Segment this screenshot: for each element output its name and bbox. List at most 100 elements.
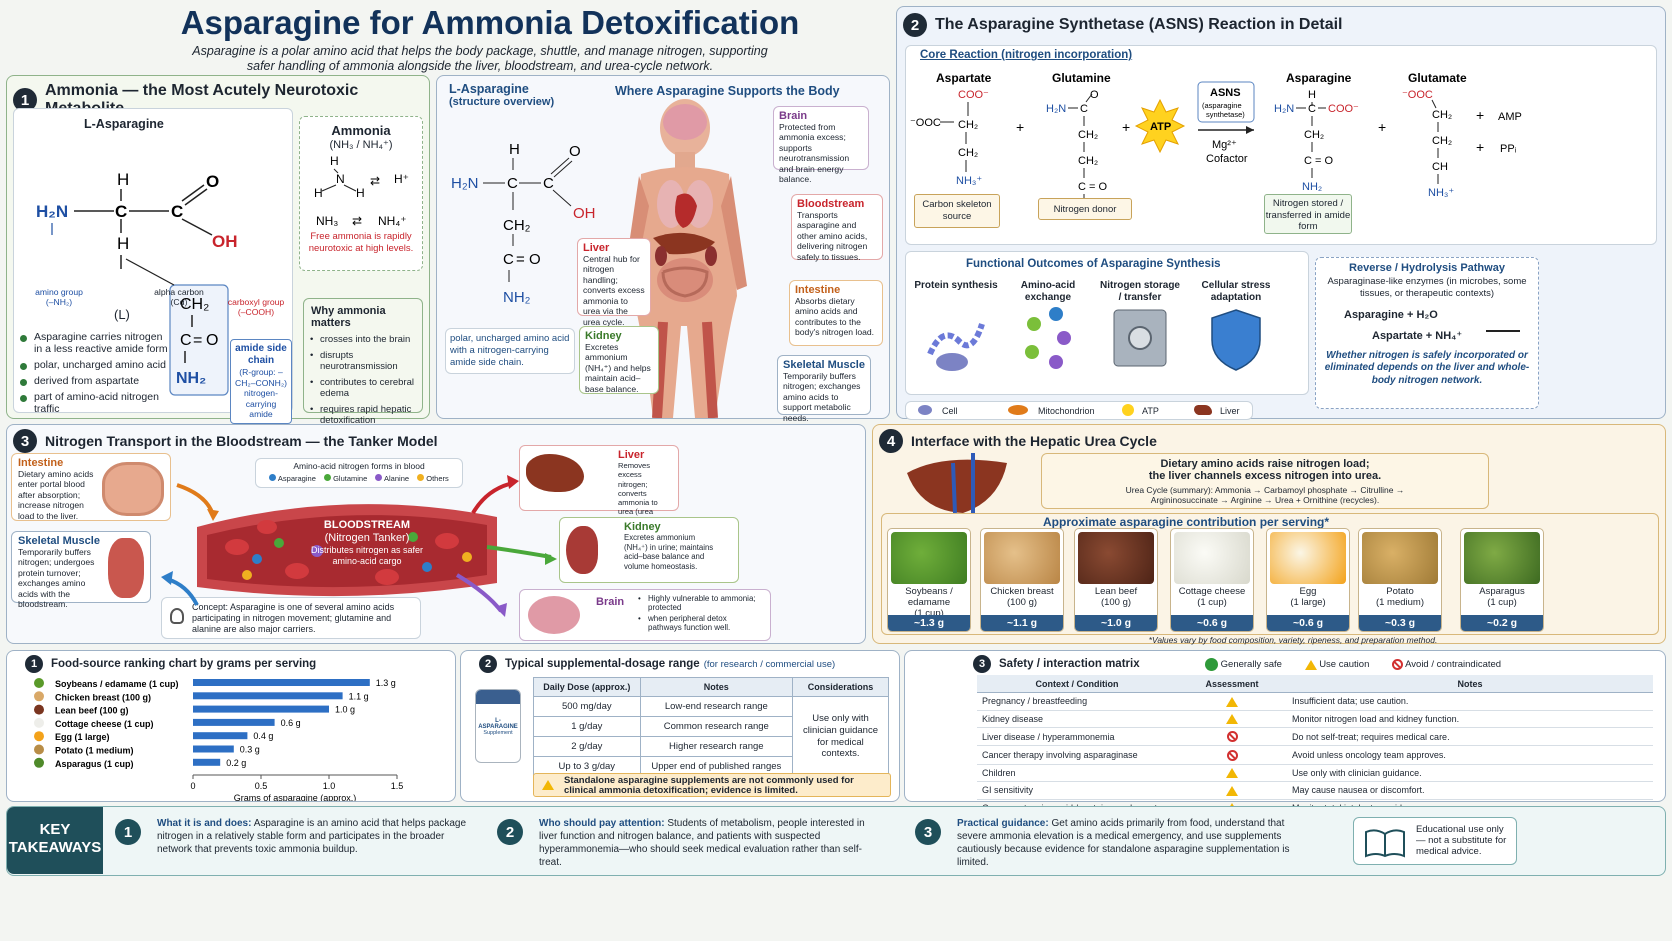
svg-text:AMP: AMP <box>1498 111 1522 123</box>
food-value: ~1.1 g <box>981 615 1063 631</box>
food-label: Soybeans / edamame(1 cup) <box>905 586 953 619</box>
food-label: Lean beef(100 g) <box>1094 586 1138 608</box>
svg-text:NH₃⁺: NH₃⁺ <box>1428 187 1454 199</box>
warning-icon <box>542 780 554 790</box>
chart-value-label: 1.1 g <box>349 691 369 701</box>
svg-text:H: H <box>117 170 129 189</box>
muscle-card: Skeletal Muscle Temporarily buffers nitr… <box>11 531 151 609</box>
nitrogen-stored-label: Nitrogen stored / transferred in amide f… <box>1264 194 1352 234</box>
fact-item: part of amino-acid nitrogen traffic <box>20 391 170 415</box>
chart-category-label: Egg (1 large) <box>55 732 110 742</box>
safety-legend: Generally safe Use caution Avoid / contr… <box>1205 658 1501 671</box>
svg-text:C: C <box>543 175 554 192</box>
svg-text:H₂N: H₂N <box>1274 103 1294 115</box>
outcome-icons <box>927 307 1261 371</box>
svg-text:Glutamate: Glutamate <box>1408 71 1467 85</box>
brain-icon <box>528 596 580 634</box>
chart-category-label: Potato (1 medium) <box>55 746 134 756</box>
flow-arrows <box>161 475 557 617</box>
asparagine-structure-diagram: H₂N C H H C O OH CH₂ C=O <box>36 170 238 396</box>
svg-text:CH₂: CH₂ <box>958 119 978 131</box>
svg-text:O: O <box>1090 89 1099 101</box>
asparagine-facts-list: Asparagine carries nitrogen in a less re… <box>20 327 170 419</box>
functional-outcomes-box: Functional Outcomes of Asparagine Synthe… <box>905 251 1309 395</box>
svg-text:⇄: ⇄ <box>352 214 362 228</box>
amide-side-chain-label: amide side chain(R-group: –CH₂–CONH₂)nit… <box>230 339 292 424</box>
outcome-exchange: Amino-acid exchange <box>1020 280 1076 304</box>
lightbulb-icon <box>170 608 184 624</box>
food-image <box>984 532 1060 584</box>
chart-bar <box>193 692 343 700</box>
caution-icon <box>1226 768 1238 779</box>
why-item: contributes to cerebral edema <box>310 377 422 399</box>
svg-text:NH₃: NH₃ <box>316 214 338 228</box>
outcome-stress: Cellular stress adaptation <box>1201 280 1271 304</box>
glutamine-dot <box>323 474 331 481</box>
chart-tick-label: 1.0 <box>323 781 336 791</box>
avoid-icon <box>1226 731 1238 743</box>
svg-text:H₂N: H₂N <box>451 175 479 192</box>
svg-text:H: H <box>356 186 365 200</box>
chart-bar <box>193 718 275 726</box>
step-number: 3 <box>13 429 37 453</box>
chart-category-label: Chicken breast (100 g) <box>55 692 151 702</box>
svg-text:CH₂: CH₂ <box>1432 109 1452 121</box>
cell-icon <box>918 405 932 415</box>
reverse-pathway-box: Reverse / Hydrolysis Pathway Asparaginas… <box>1315 257 1539 409</box>
svg-text:CH₂: CH₂ <box>503 217 531 234</box>
svg-text:CH₂: CH₂ <box>1078 155 1098 167</box>
svg-text:CH₂: CH₂ <box>180 296 209 313</box>
food-value: ~1.0 g <box>1075 615 1157 631</box>
chart-value-label: 0.4 g <box>253 731 273 741</box>
why-ammonia-box: Why ammonia matters crosses into the bra… <box>303 298 423 426</box>
step-number: 4 <box>879 429 903 453</box>
svg-text:N: N <box>336 172 345 186</box>
carboxyl-group-label: carboxyl group(–COOH) <box>227 297 285 318</box>
step-number: 2 <box>479 655 497 673</box>
nitrogen-donor-label: Nitrogen donor <box>1038 198 1132 220</box>
food-thumb-icon <box>34 731 44 742</box>
svg-text:O: O <box>206 172 219 191</box>
outcome-storage: Nitrogen storage / transfer <box>1099 280 1180 304</box>
kidney-destination-card: Kidney Excretes ammonium (NH₄⁺) in urine… <box>559 517 739 583</box>
food-image <box>1078 532 1154 584</box>
step-number: 2 <box>903 13 927 37</box>
chart-tick-label: 1.5 <box>391 781 404 791</box>
asparagine-dot <box>269 474 277 481</box>
food-image <box>1362 532 1438 584</box>
svg-text:NH₄⁺: NH₄⁺ <box>378 214 407 228</box>
food-label: Asparagus(1 cup) <box>1479 586 1525 608</box>
food-value: ~1.3 g <box>888 615 970 631</box>
svg-text:O: O <box>569 143 581 160</box>
panel-title: Nitrogen Transport in the Bloodstream — … <box>45 433 438 449</box>
svg-text:C = O: C = O <box>1078 181 1107 193</box>
food-image <box>1464 532 1540 584</box>
svg-text:+: + <box>1378 119 1386 135</box>
chart-bar <box>193 745 234 753</box>
urea-summary-box: Dietary amino acids raise nitrogen load;… <box>1041 453 1489 509</box>
chart-x-axis-label: Grams of asparagine (approx.) <box>234 793 357 801</box>
svg-text:CH₂: CH₂ <box>1078 129 1098 141</box>
svg-text:ASNS: ASNS <box>1210 87 1241 99</box>
panel-tanker-model: 3 Nitrogen Transport in the Bloodstream —… <box>6 424 866 644</box>
carbon-skeleton-label: Carbon skeleton source <box>914 194 1000 228</box>
food-image <box>1270 532 1346 584</box>
why-item: disrupts neurotransmission <box>310 350 422 372</box>
svg-text:C: C <box>180 332 192 349</box>
liver-icon <box>526 454 584 492</box>
svg-text:C: C <box>1080 103 1088 115</box>
fact-item: derived from aspartate <box>20 375 170 387</box>
nitrogen-forms-legend: Amino-acid nitrogen forms in blood Aspar… <box>255 458 463 488</box>
food-card: Cottage cheese(1 cup)~0.6 g <box>1170 528 1254 632</box>
l-isomer-label: (L) <box>114 307 130 322</box>
